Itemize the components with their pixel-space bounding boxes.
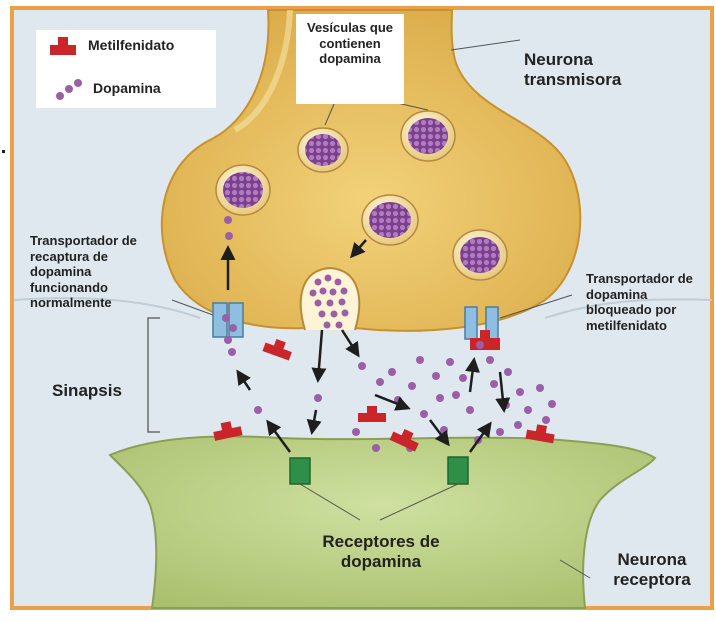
label-synapse: Sinapsis [52, 381, 122, 401]
legend-label-dopamine: Dopamina [93, 80, 161, 97]
label-transporter-normal: Transportador de recaptura de dopamina f… [30, 233, 170, 311]
legend-label-methylphenidate: Metilfenidato [88, 37, 174, 54]
label-receiving-neuron: Neurona receptora [596, 550, 708, 591]
label-transporter-blocked: Transportador de dopamina bloqueado por … [586, 271, 714, 333]
methylphenidate-icon [50, 37, 76, 55]
label-transmitting-neuron: Neurona transmisora [524, 50, 664, 91]
label-receptors: Receptores de dopamina [300, 532, 462, 573]
label-vesicles: Vesículas que contienen dopamina [300, 20, 400, 67]
dopamine-icon [56, 79, 82, 100]
